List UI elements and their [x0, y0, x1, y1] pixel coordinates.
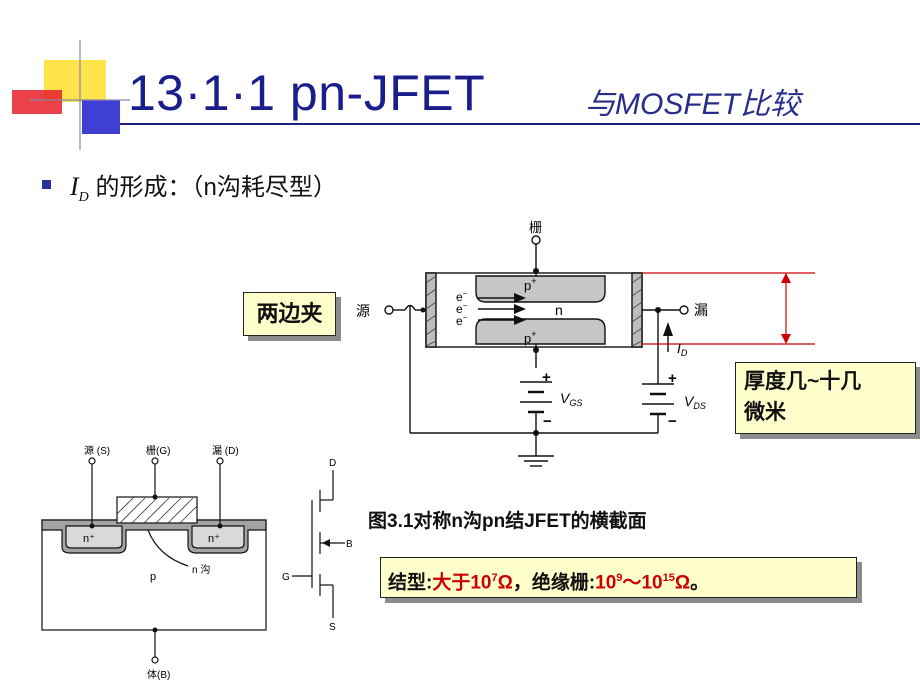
vgs-plus-sign: +: [542, 369, 551, 386]
drain-label: 漏: [694, 302, 708, 318]
mos-drain-label: 漏 (D): [212, 445, 239, 457]
slide-subtitle: 与MOSFET比较: [585, 88, 800, 121]
channel-label: n: [555, 302, 563, 318]
mosfet-cross-section: 源 (S) 栅(G) 漏 (D) n⁺ n⁺ p n 沟 体(B): [41, 444, 267, 681]
bottom-p-plus-label: p+: [524, 329, 537, 346]
source-label: 源: [356, 303, 370, 319]
vgs-minus-sign: −: [543, 413, 552, 430]
section-heading: ID 的形成：（n沟耗尽型）: [70, 172, 337, 206]
resistance-comparison: 结型:大于107Ω，绝缘栅:109～1015Ω。: [380, 557, 857, 598]
vds-plus-sign: +: [668, 370, 677, 387]
bullet-marker: [42, 180, 51, 189]
electron-label: e−: [456, 313, 468, 328]
figure-caption: 图3.1对称n沟pn结JFET的横截面: [368, 511, 647, 532]
mos-substrate-label: p: [150, 571, 156, 583]
symbol-source-label: S: [329, 622, 336, 633]
vds-label: VDS: [684, 393, 706, 411]
thickness-line-1: 厚度几~十几: [744, 370, 862, 393]
clamp-callout: 两边夹: [243, 292, 336, 336]
thickness-line-2: 微米: [744, 401, 786, 424]
symbol-drain-label: D: [329, 458, 336, 469]
id-label: ID: [677, 340, 688, 358]
mos-body-label: 体(B): [147, 669, 170, 681]
title-underline: [120, 123, 920, 125]
corner-decoration: [12, 40, 130, 150]
electron-label: e−: [456, 289, 468, 304]
electron-label: e−: [456, 301, 468, 316]
mos-gate-label: 栅(G): [146, 444, 170, 457]
mos-nplus-right: n⁺: [208, 533, 220, 545]
jfet-diagram: 栅 源 漏 n p+ p+ e− e− e− + − + − VGS VDS I…: [356, 220, 815, 467]
vds-minus-sign: −: [668, 413, 677, 430]
thickness-callout: 厚度几~十几 微米: [735, 362, 916, 434]
mos-nplus-left: n⁺: [83, 533, 95, 545]
mos-source-label: 源 (S): [84, 444, 110, 457]
symbol-body-label: B: [346, 539, 353, 550]
slide-title: 13·1·1 pn-JFET: [128, 65, 486, 121]
vgs-label: VGS: [560, 390, 582, 408]
symbol-gate-label: G: [282, 572, 290, 583]
top-p-plus-label: p+: [524, 276, 537, 293]
gate-label: 栅: [529, 220, 542, 235]
mosfet-symbol: D G S B: [282, 458, 353, 633]
mos-channel-label: n 沟: [192, 563, 210, 576]
